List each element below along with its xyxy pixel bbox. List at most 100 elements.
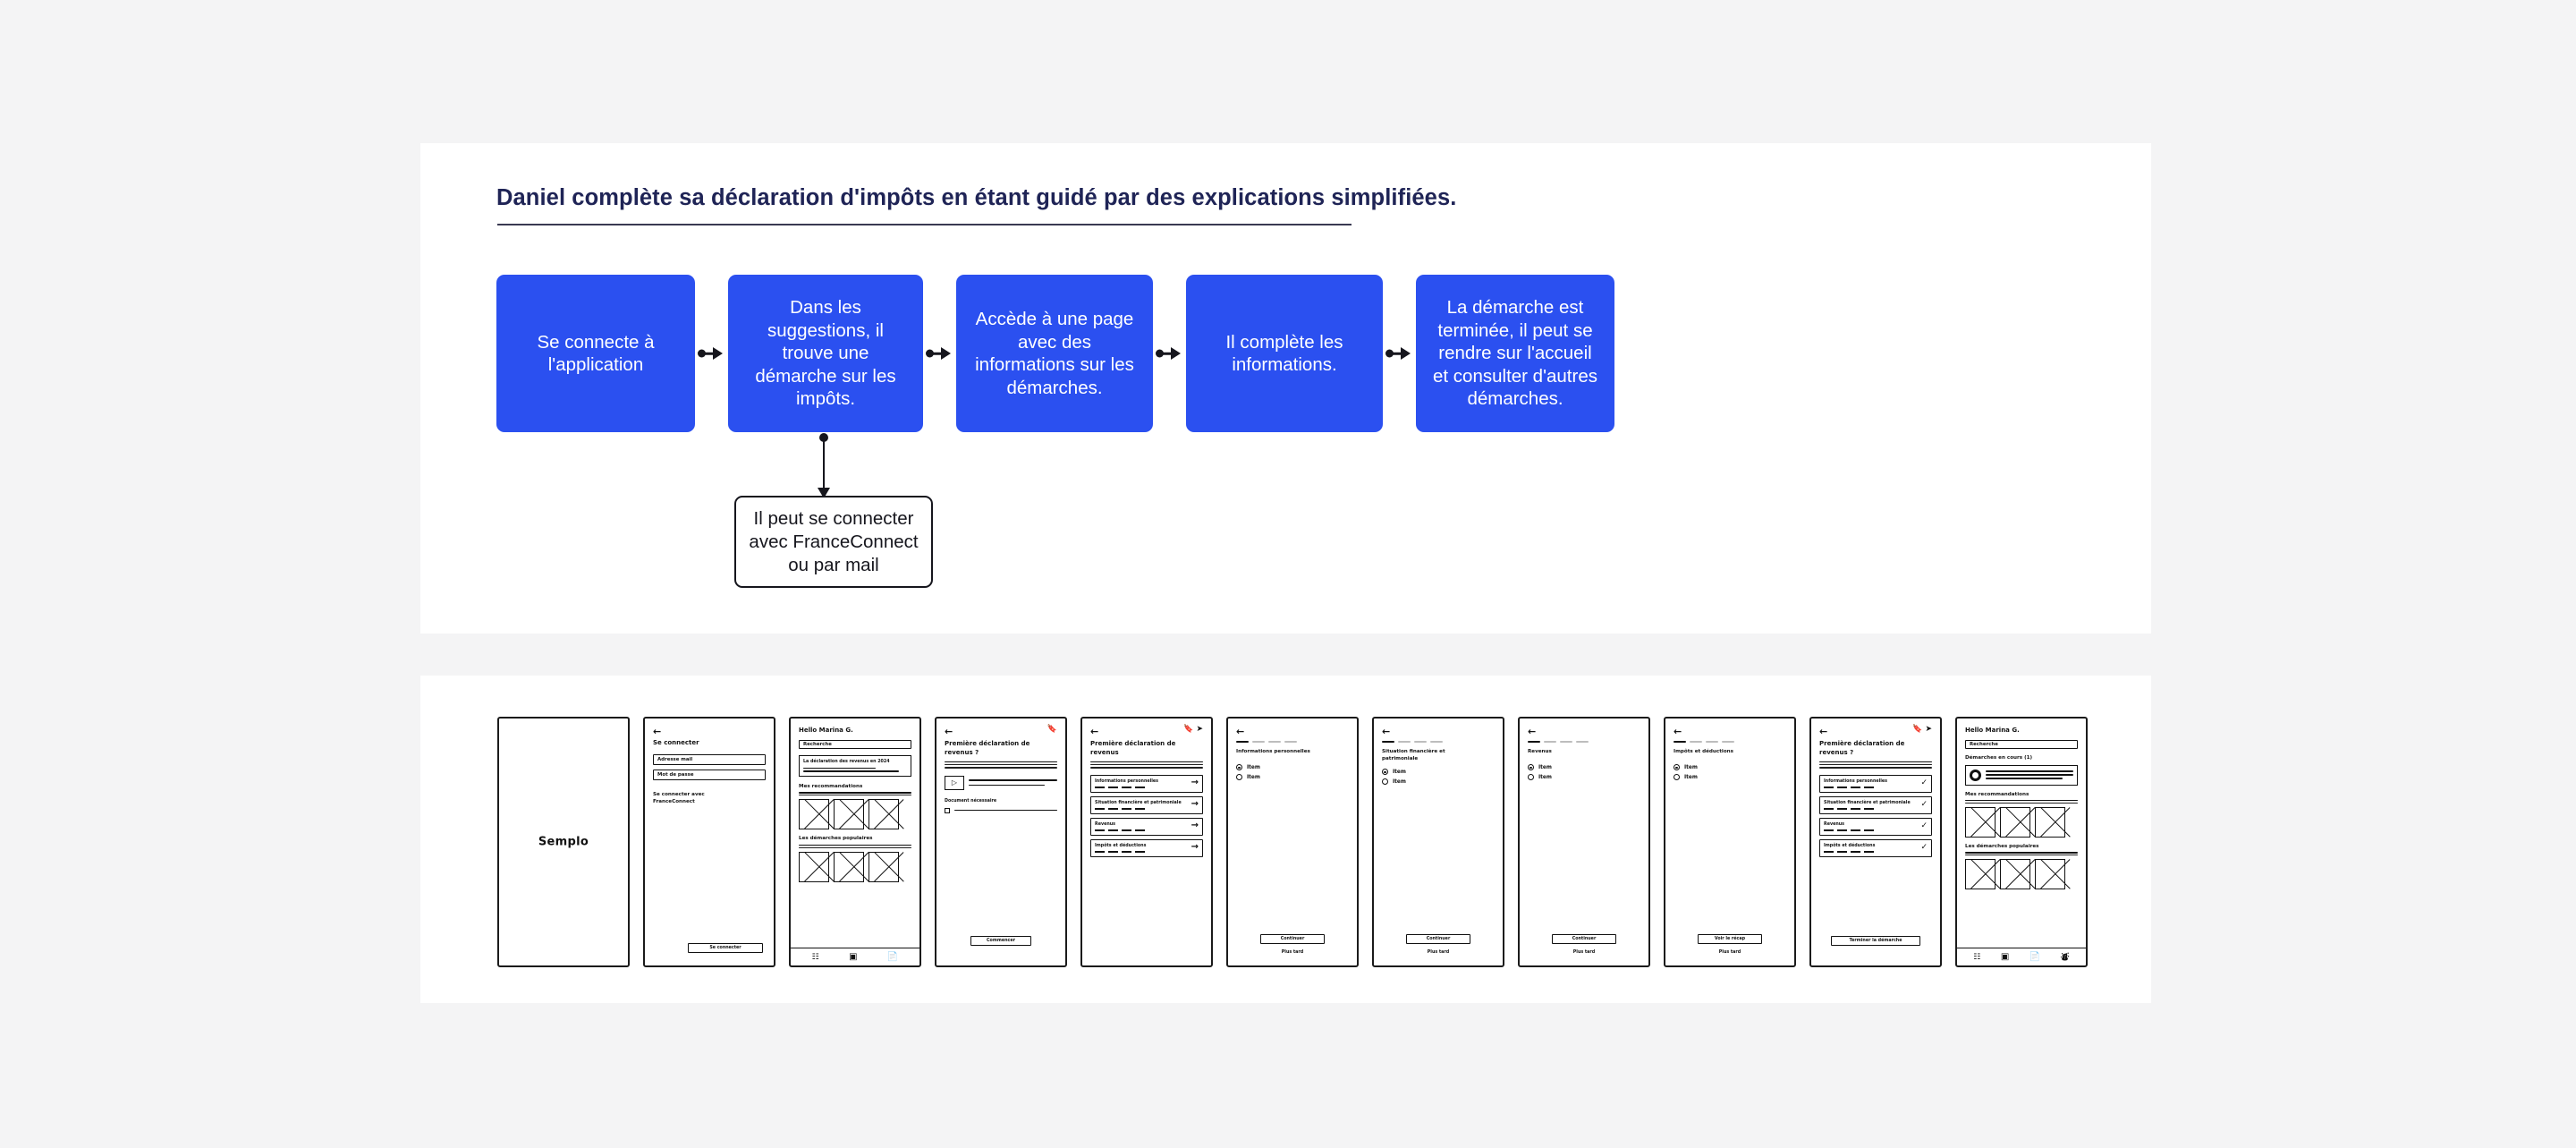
flow-arrow-1 [695, 275, 728, 432]
checkbox-icon[interactable] [945, 807, 950, 813]
wireframe-screen-splash[interactable]: Semplo [497, 717, 630, 967]
back-arrow-icon[interactable]: ← [653, 726, 662, 737]
recap-item-informations[interactable]: Informations personnelles ✓ [1819, 774, 1932, 793]
search-input[interactable]: Recherche [799, 739, 911, 749]
form-continue-button[interactable]: Continuer [1552, 934, 1616, 944]
section-link-revenus[interactable]: Revenus → [1090, 817, 1203, 836]
form-later-link[interactable]: Plus tard [1281, 950, 1304, 955]
radio-icon[interactable] [1528, 774, 1534, 781]
radio-option[interactable]: Item [1674, 764, 1786, 771]
radio-option[interactable]: Item [1528, 764, 1640, 771]
back-arrow-icon[interactable]: ← [1819, 726, 1828, 737]
back-arrow-icon[interactable]: ← [1528, 726, 1537, 737]
document-icon[interactable]: ▣ [849, 952, 858, 962]
flow-step-3[interactable]: Accède à une page avec des informations … [956, 275, 1153, 432]
wireframe-screen-form-informations[interactable]: ← Informations personnelles Item Item Co… [1226, 717, 1359, 967]
flow-branch-connector [818, 433, 830, 498]
share-icon[interactable]: ➤ [1925, 725, 1932, 734]
form-continue-button[interactable]: Continuer [1260, 934, 1325, 944]
placeholder-image-icon[interactable] [1965, 859, 1996, 890]
form-continue-button[interactable]: Continuer [1406, 934, 1470, 944]
radio-icon[interactable] [1382, 778, 1388, 786]
login-submit-button[interactable]: Se connecter [688, 943, 763, 953]
form-later-link[interactable]: Plus tard [1572, 950, 1596, 955]
flow-step-5[interactable]: La démarche est terminée, il peut se ren… [1416, 275, 1614, 432]
placeholder-image-icon[interactable] [869, 851, 899, 882]
intro-start-button[interactable]: Commencer [970, 936, 1031, 946]
person-icon[interactable]: ⛇ [2060, 953, 2070, 963]
wireframe-screen-intro[interactable]: 🔖 ← Première déclaration de revenus ? ▷ [935, 717, 1067, 967]
section-link-situation[interactable]: Situation financière et patrimoniale → [1090, 795, 1203, 814]
search-input[interactable]: Recherche [1965, 739, 2078, 749]
radio-option[interactable]: Item [1236, 774, 1349, 781]
radio-option[interactable]: Item [1382, 778, 1495, 786]
home-feature-card[interactable]: La déclaration des revenus en 2024 [799, 754, 911, 777]
back-arrow-icon[interactable]: ← [1236, 726, 1245, 737]
intro-header-icons: 🔖 [1047, 726, 1057, 734]
radio-option[interactable]: Item [1674, 774, 1786, 781]
wireframe-screen-form-revenus[interactable]: ← Revenus Item Item Continuer Plus tard [1518, 717, 1650, 967]
radio-icon-selected[interactable] [1236, 764, 1242, 771]
back-arrow-icon[interactable]: ← [1090, 726, 1099, 737]
intro-video-row[interactable]: ▷ [945, 775, 1057, 790]
franceconnect-label[interactable]: Se connecter avec FranceConnect [653, 791, 705, 804]
radio-icon-selected[interactable] [1528, 764, 1534, 771]
form-later-link[interactable]: Plus tard [1427, 950, 1450, 955]
recap-item-situation[interactable]: Situation financière et patrimoniale ✓ [1819, 795, 1932, 814]
placeholder-image-icon[interactable] [834, 851, 864, 882]
wireframe-screen-home-after[interactable]: Hello Marina G. Recherche Démarches en c… [1955, 717, 2088, 967]
placeholder-image-icon[interactable] [2000, 806, 2030, 838]
placeholder-image-icon[interactable] [1965, 806, 1996, 838]
placeholder-image-icon[interactable] [799, 799, 829, 830]
radio-icon[interactable] [1674, 774, 1680, 781]
radio-icon-selected[interactable] [1382, 769, 1388, 776]
radio-label: Item [1684, 764, 1698, 770]
flow-step-2[interactable]: Dans les suggestions, il trouve une déma… [728, 275, 923, 432]
wireframe-screen-recap[interactable]: 🔖 ➤ ← Première déclaration de revenus ? … [1809, 717, 1942, 967]
bookmark-icon[interactable]: 🔖 [1046, 725, 1057, 734]
wireframe-screen-form-situation[interactable]: ← Situation financière et patrimoniale I… [1372, 717, 1504, 967]
grid-icon[interactable]: ☷ [811, 952, 819, 962]
intro-doc-checkbox-row[interactable] [945, 807, 1057, 813]
placeholder-image-icon[interactable] [2035, 859, 2065, 890]
flow-step-1[interactable]: Se connecte à l'application [496, 275, 695, 432]
placeholder-image-icon[interactable] [834, 799, 864, 830]
recap-item-revenus[interactable]: Revenus ✓ [1819, 817, 1932, 836]
grid-icon[interactable]: ☷ [1973, 952, 1981, 962]
back-arrow-icon[interactable]: ← [1674, 726, 1682, 737]
radio-icon[interactable] [1236, 774, 1242, 781]
radio-label: Item [1538, 764, 1552, 770]
file-icon[interactable]: 📄 [886, 952, 899, 962]
back-arrow-icon[interactable]: ← [945, 726, 953, 737]
bookmark-icon[interactable]: 🔖 [1912, 725, 1923, 734]
placeholder-image-icon[interactable] [799, 851, 829, 882]
form-later-link[interactable]: Plus tard [1718, 950, 1741, 955]
flow-step-4[interactable]: Il complète les informations. [1186, 275, 1383, 432]
wireframe-screen-home[interactable]: Hello Marina G. Recherche La déclaration… [789, 717, 921, 967]
form-recap-button[interactable]: Voir le récap [1698, 934, 1762, 944]
wireframe-screen-sections[interactable]: 🔖 ➤ ← Première déclaration de revenus In… [1080, 717, 1213, 967]
wireframe-screen-form-impots[interactable]: ← Impôts et déductions Item Item Voir le… [1664, 717, 1796, 967]
recap-item-impots[interactable]: Impôts et déductions ✓ [1819, 838, 1932, 857]
back-arrow-icon[interactable]: ← [1382, 726, 1391, 737]
placeholder-image-icon[interactable] [2035, 806, 2065, 838]
section-link-informations[interactable]: Informations personnelles → [1090, 774, 1203, 793]
section-link-impots[interactable]: Impôts et déductions → [1090, 838, 1203, 857]
radio-option[interactable]: Item [1528, 774, 1640, 781]
radio-icon-selected[interactable] [1674, 764, 1680, 771]
password-field[interactable]: Mot de passe [653, 769, 766, 780]
document-icon[interactable]: ▣ [2000, 952, 2010, 962]
recap-finish-button[interactable]: Terminer la démarche [1831, 936, 1920, 946]
wireframe-screen-login[interactable]: ← Se connecter Adresse mail Mot de passe… [643, 717, 775, 967]
placeholder-image-icon[interactable] [869, 799, 899, 830]
email-field[interactable]: Adresse mail [653, 753, 766, 765]
placeholder-image-icon[interactable] [2000, 859, 2030, 890]
radio-option[interactable]: Item [1236, 764, 1349, 771]
in-progress-card[interactable] [1965, 764, 2078, 786]
play-icon[interactable]: ▷ [945, 775, 964, 790]
radio-option[interactable]: Item [1382, 769, 1495, 776]
file-icon[interactable]: 📄 [2029, 952, 2041, 962]
share-icon[interactable]: ➤ [1196, 725, 1203, 734]
flow-branch-note[interactable]: Il peut se connecter avec FranceConnect … [734, 496, 933, 588]
bookmark-icon[interactable]: 🔖 [1183, 725, 1194, 734]
